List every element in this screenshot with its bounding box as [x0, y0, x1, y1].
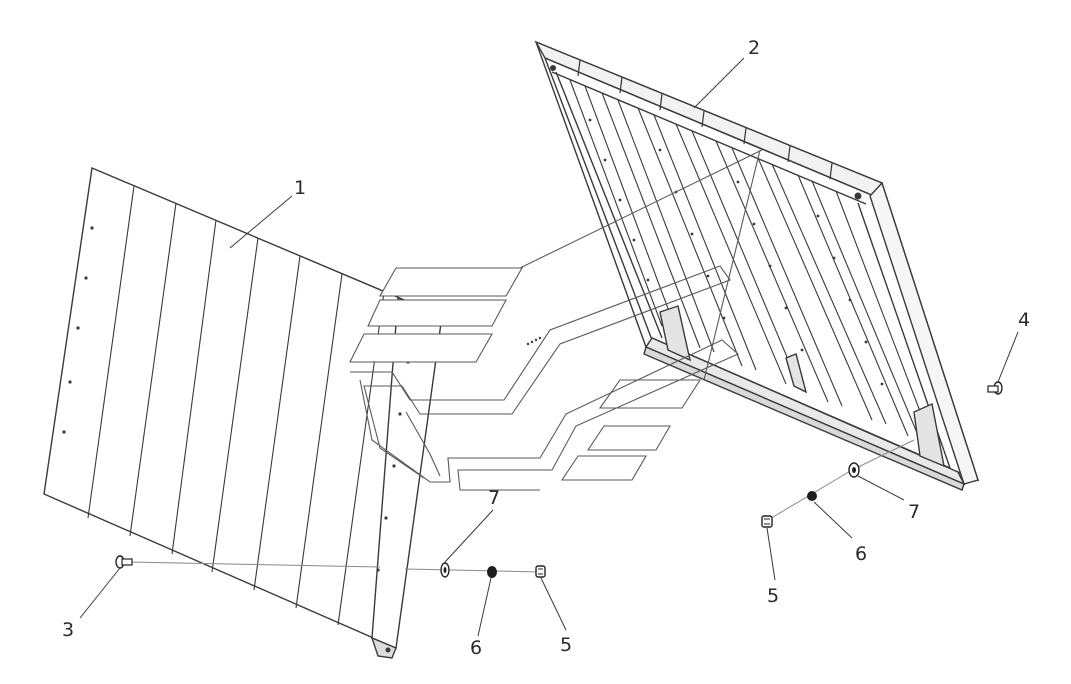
lockwasher-part-6-right: [807, 491, 817, 501]
leader-2: [693, 57, 745, 109]
bolt-axis-line: [127, 561, 381, 568]
leader-1: [229, 195, 293, 249]
bolt-part-3: [115, 555, 133, 569]
frame-part-2: [534, 40, 980, 491]
washer-part-7-left: [440, 562, 450, 578]
leader-7-left: [444, 509, 494, 563]
callout-2: 2: [748, 37, 760, 59]
callout-5-left: 5: [560, 634, 572, 656]
leader-6-right: [813, 501, 853, 539]
leader-5-right: [766, 527, 776, 581]
callout-5-right: 5: [767, 585, 779, 607]
callout-3: 3: [62, 619, 74, 641]
washer-axis-line: [404, 568, 541, 573]
callout-6-left: 6: [470, 637, 482, 659]
leader-5-left: [540, 577, 567, 631]
fastener-set-right: [761, 381, 1003, 528]
callout-labels: 1 2 3 4 5 6 7 5 6 7: [62, 37, 1030, 659]
leader-3: [79, 567, 121, 619]
callout-4: 4: [1018, 309, 1030, 331]
nut-part-5-left: [535, 565, 546, 578]
callout-7-left: 7: [488, 487, 500, 509]
bolt-part-4: [987, 381, 1003, 395]
nut-part-5-right: [761, 515, 773, 528]
leader-lines: [79, 57, 1019, 637]
leader-6-left: [477, 577, 492, 637]
right-axis-line-inner: [851, 439, 915, 471]
fastener-set-left: [115, 555, 546, 578]
callout-7-right: 7: [908, 501, 920, 523]
washer-part-7-right: [848, 462, 860, 478]
leader-7-right: [857, 475, 905, 501]
leader-4: [997, 331, 1019, 383]
lockwasher-part-6-left: [487, 566, 497, 578]
callout-6-right: 6: [855, 543, 867, 565]
callout-1: 1: [294, 177, 306, 199]
detail-inset: [349, 149, 763, 491]
panel-part-1: [43, 167, 443, 659]
